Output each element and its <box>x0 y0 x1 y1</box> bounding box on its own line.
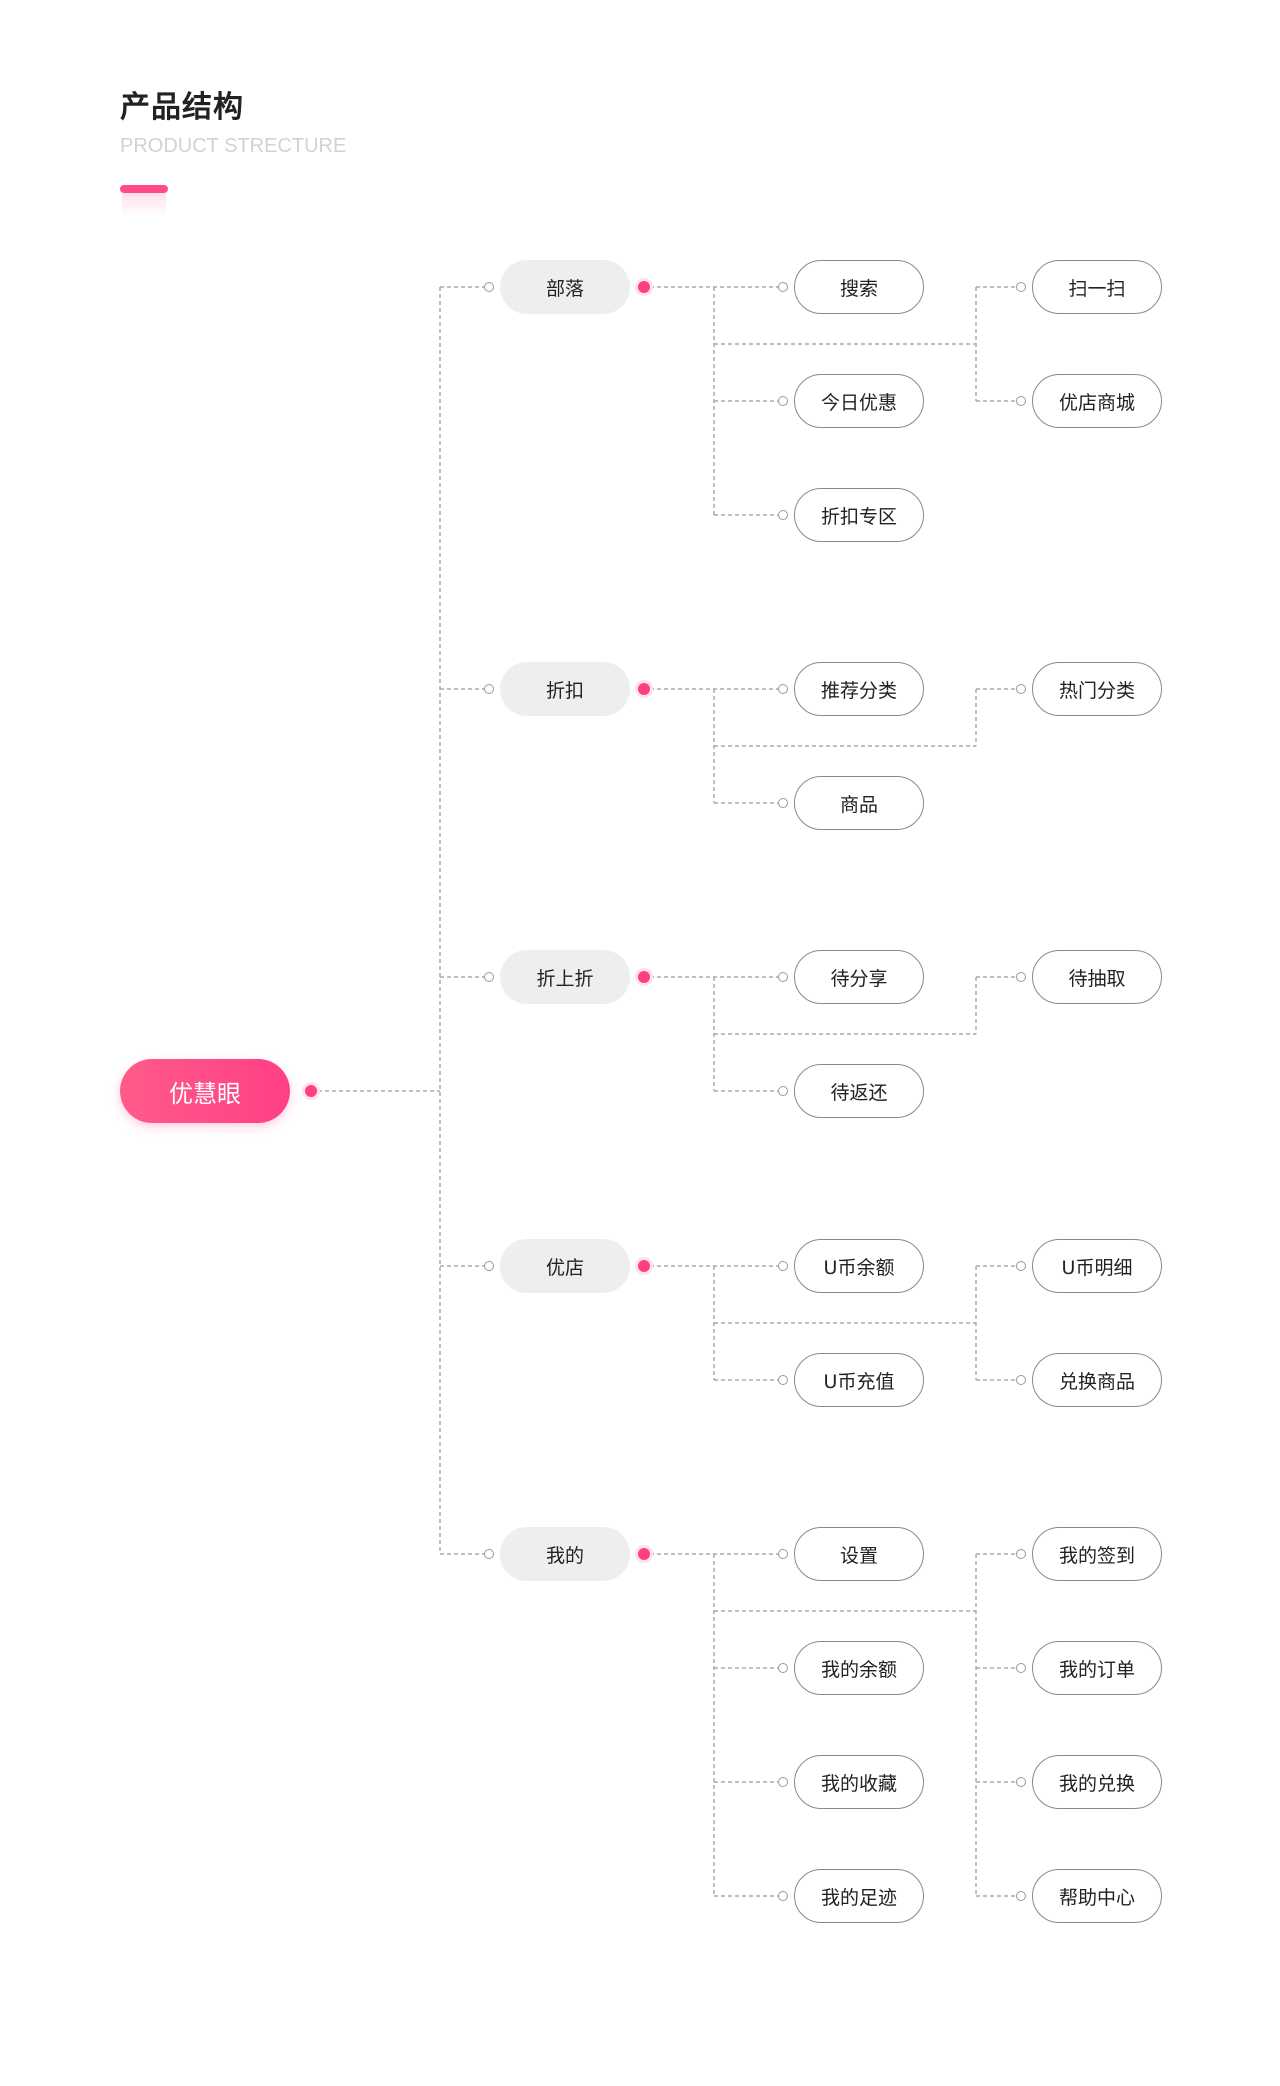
feature-node-label: 兑换商品 <box>1058 1370 1135 1393</box>
feature-node-label: 我的签到 <box>1058 1544 1135 1567</box>
node-input-dot <box>1015 1776 1026 1787</box>
category-node-1-label: 折扣 <box>545 679 584 702</box>
accent-bar-shadow <box>122 193 166 215</box>
feature-node-label: 设置 <box>839 1544 878 1567</box>
feature-node-label: 待分享 <box>830 967 888 990</box>
feature-node-label: U币余额 <box>823 1256 895 1279</box>
node-input-dot <box>777 1890 788 1901</box>
node-input-dot <box>483 1548 494 1559</box>
category-node-2-label: 折上折 <box>536 967 594 990</box>
category-node-3-label: 优店 <box>545 1256 584 1279</box>
feature-node[interactable]: 搜索 <box>794 260 924 314</box>
feature-node[interactable]: 待抽取 <box>1032 950 1162 1004</box>
feature-node-label: 我的余额 <box>820 1658 897 1681</box>
category-connector-dot <box>638 971 650 983</box>
node-input-dot <box>777 1374 788 1385</box>
category-node-2[interactable]: 折上折 <box>500 950 630 1004</box>
node-input-dot <box>1015 971 1026 982</box>
category-node-1[interactable]: 折扣 <box>500 662 630 716</box>
node-input-dot <box>1015 281 1026 292</box>
node-input-dot <box>483 281 494 292</box>
feature-node[interactable]: 折扣专区 <box>794 488 924 542</box>
node-input-dot <box>1015 1662 1026 1673</box>
feature-node-label: 商品 <box>839 793 878 816</box>
node-input-dot <box>777 281 788 292</box>
node-input-dot <box>777 1662 788 1673</box>
category-connector-dot <box>638 683 650 695</box>
feature-node-label: U币充值 <box>823 1370 895 1393</box>
accent-bar <box>120 185 168 193</box>
node-input-dot <box>777 509 788 520</box>
node-input-dot <box>777 797 788 808</box>
page-subtitle: PRODUCT STRECTURE <box>120 135 347 157</box>
feature-node-label: 今日优惠 <box>820 391 897 414</box>
node-input-dot <box>777 1085 788 1096</box>
feature-node[interactable]: U币明细 <box>1032 1239 1162 1293</box>
node-input-dot <box>777 395 788 406</box>
node-input-dot <box>483 971 494 982</box>
node-input-dot <box>483 1260 494 1271</box>
feature-node[interactable]: 我的收藏 <box>794 1755 924 1809</box>
node-input-dot <box>1015 395 1026 406</box>
feature-node[interactable]: 今日优惠 <box>794 374 924 428</box>
feature-node[interactable]: 推荐分类 <box>794 662 924 716</box>
root-node-label: 优慧眼 <box>169 1079 241 1108</box>
feature-node[interactable]: 待返还 <box>794 1064 924 1118</box>
root-connector-dot <box>305 1085 317 1097</box>
feature-node-label: 待返还 <box>830 1081 888 1104</box>
feature-node[interactable]: 待分享 <box>794 950 924 1004</box>
feature-node[interactable]: 我的订单 <box>1032 1641 1162 1695</box>
feature-node-label: 我的兑换 <box>1058 1772 1135 1795</box>
feature-node-label: 我的收藏 <box>820 1772 897 1795</box>
node-input-dot <box>777 971 788 982</box>
node-input-dot <box>483 683 494 694</box>
feature-node-label: 我的订单 <box>1058 1658 1135 1681</box>
feature-node[interactable]: U币充值 <box>794 1353 924 1407</box>
feature-node-label: 我的足迹 <box>820 1886 897 1909</box>
node-input-dot <box>777 1548 788 1559</box>
root-node[interactable]: 优慧眼 <box>120 1059 290 1123</box>
node-input-dot <box>1015 1374 1026 1385</box>
feature-node[interactable]: U币余额 <box>794 1239 924 1293</box>
feature-node[interactable]: 我的足迹 <box>794 1869 924 1923</box>
category-node-0-label: 部落 <box>545 277 584 300</box>
feature-node-label: 推荐分类 <box>820 679 897 702</box>
feature-node-label: 扫一扫 <box>1068 277 1126 300</box>
node-input-dot <box>777 1260 788 1271</box>
category-connector-dot <box>638 281 650 293</box>
node-input-dot <box>777 683 788 694</box>
feature-node-label: U币明细 <box>1061 1256 1133 1279</box>
feature-node-label: 优店商城 <box>1058 391 1135 414</box>
feature-node-label: 待抽取 <box>1068 967 1126 990</box>
node-input-dot <box>1015 1260 1026 1271</box>
page-title: 产品结构 <box>120 90 244 125</box>
node-input-dot <box>1015 1890 1026 1901</box>
node-input-dot <box>777 1776 788 1787</box>
feature-node[interactable]: 商品 <box>794 776 924 830</box>
feature-node[interactable]: 我的签到 <box>1032 1527 1162 1581</box>
category-node-4[interactable]: 我的 <box>500 1527 630 1581</box>
feature-node-label: 热门分类 <box>1058 679 1135 702</box>
category-node-0[interactable]: 部落 <box>500 260 630 314</box>
node-input-dot <box>1015 1548 1026 1559</box>
category-connector-dot <box>638 1548 650 1560</box>
feature-node-label: 搜索 <box>839 277 878 300</box>
feature-node[interactable]: 兑换商品 <box>1032 1353 1162 1407</box>
feature-node[interactable]: 热门分类 <box>1032 662 1162 716</box>
feature-node-label: 帮助中心 <box>1058 1886 1135 1909</box>
feature-node[interactable]: 帮助中心 <box>1032 1869 1162 1923</box>
feature-node[interactable]: 我的兑换 <box>1032 1755 1162 1809</box>
category-connector-dot <box>638 1260 650 1272</box>
feature-node-label: 折扣专区 <box>820 505 897 528</box>
feature-node[interactable]: 扫一扫 <box>1032 260 1162 314</box>
feature-node[interactable]: 优店商城 <box>1032 374 1162 428</box>
node-input-dot <box>1015 683 1026 694</box>
feature-node[interactable]: 我的余额 <box>794 1641 924 1695</box>
category-node-4-label: 我的 <box>545 1544 584 1567</box>
category-node-3[interactable]: 优店 <box>500 1239 630 1293</box>
feature-node[interactable]: 设置 <box>794 1527 924 1581</box>
